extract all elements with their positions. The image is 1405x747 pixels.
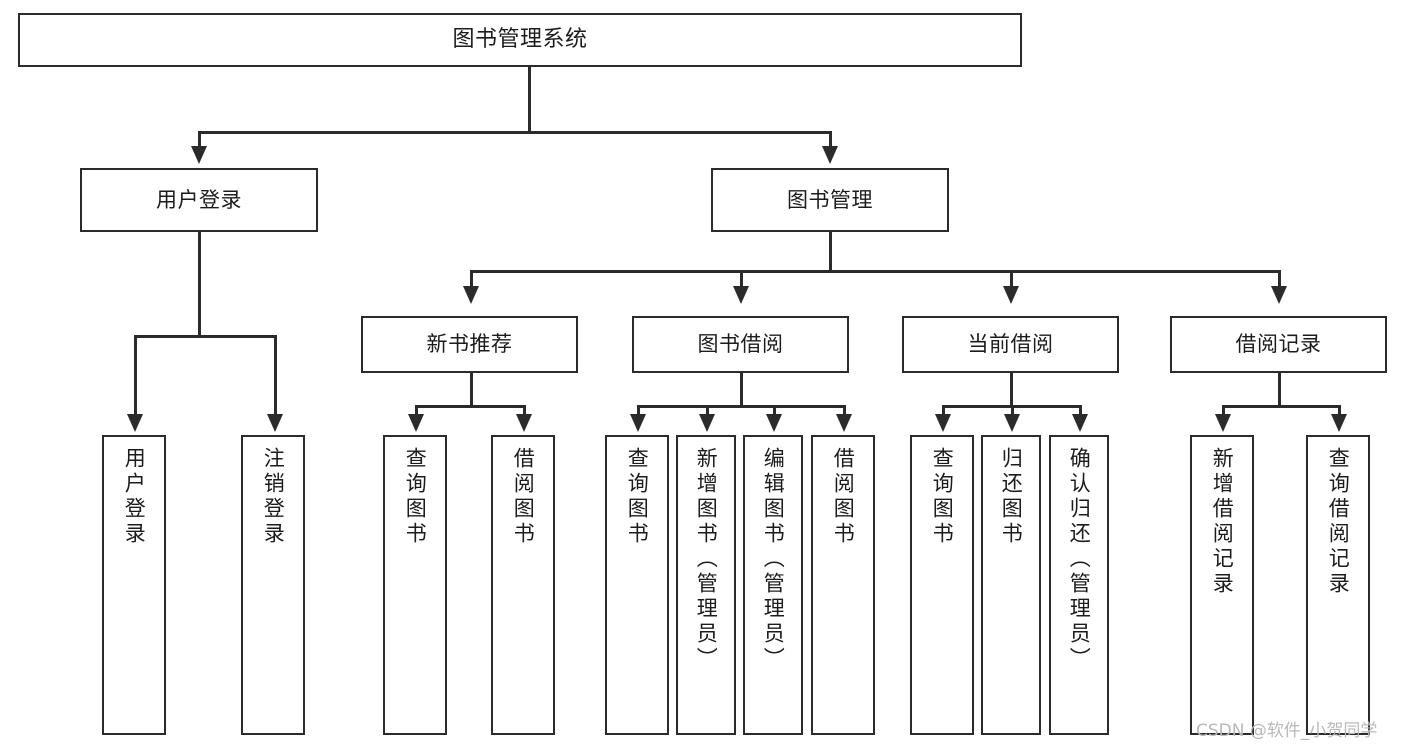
connector-record-leaf2 <box>1338 405 1341 417</box>
node-label: 图书管理系统 <box>452 27 588 53</box>
connector-to-new-book <box>470 270 473 288</box>
arrow-current-leaf1 <box>935 414 951 432</box>
connector-to-book-borrow <box>740 270 743 288</box>
node-label: 用户登录 <box>122 447 147 547</box>
arrow-login-leaf2 <box>267 414 283 432</box>
arrow-borrow-leaf2 <box>699 414 715 432</box>
leaf-edit-book-admin[interactable]: 编辑图书（管理员） <box>743 435 803 735</box>
node-label: 图书借阅 <box>697 332 784 357</box>
connector-user-login-stem <box>198 232 201 335</box>
connector-newbook-leaf1 <box>415 405 418 417</box>
arrow-newbook-leaf2 <box>516 414 532 432</box>
node-root-library-system[interactable]: 图书管理系统 <box>18 13 1022 67</box>
connector-record-bar <box>1222 405 1340 408</box>
node-label: 确认归还（管理员） <box>1067 447 1092 672</box>
connector-newbook-bar <box>415 405 525 408</box>
connector-newbook-stem <box>470 373 473 405</box>
node-label: 借阅图书 <box>831 447 856 547</box>
connector-newbook-leaf2 <box>523 405 526 417</box>
connector-current-leaf1 <box>942 405 945 417</box>
connector-borrow-leaf1 <box>637 405 640 417</box>
arrow-to-new-book <box>463 286 479 304</box>
connector-borrow-leaf3 <box>773 405 776 417</box>
arrow-login-leaf1 <box>127 414 143 432</box>
connector-user-login-bar <box>134 335 276 338</box>
connector-current-leaf3 <box>1079 405 1082 417</box>
connector-record-leaf1 <box>1222 405 1225 417</box>
arrow-current-leaf3 <box>1072 414 1088 432</box>
node-label: 查询图书 <box>625 447 650 547</box>
node-label: 新增借阅记录 <box>1210 447 1235 597</box>
connector-current-stem <box>1010 373 1013 405</box>
node-label: 借阅记录 <box>1235 332 1322 357</box>
leaf-add-book-admin[interactable]: 新增图书（管理员） <box>676 435 736 735</box>
connector-borrow-bar <box>637 405 845 408</box>
node-current-borrow[interactable]: 当前借阅 <box>902 316 1119 373</box>
node-book-borrow[interactable]: 图书借阅 <box>632 316 849 373</box>
node-label: 当前借阅 <box>967 332 1054 357</box>
leaf-confirm-return-admin[interactable]: 确认归还（管理员） <box>1049 435 1109 735</box>
leaf-logout[interactable]: 注销登录 <box>241 435 305 735</box>
connector-level3-bar <box>470 270 1280 273</box>
connector-level2-bar <box>198 131 830 134</box>
leaf-borrow-book[interactable]: 借阅图书 <box>811 435 875 735</box>
arrow-to-current-borrow <box>1003 286 1019 304</box>
arrow-record-leaf1 <box>1215 414 1231 432</box>
arrow-borrow-leaf4 <box>836 414 852 432</box>
leaf-query-book-newbook[interactable]: 查询图书 <box>383 435 447 735</box>
connector-borrow-leaf2 <box>706 405 709 417</box>
arrow-to-borrow-record <box>1271 286 1287 304</box>
connector-book-mgmt-stem <box>829 232 832 270</box>
node-label: 查询图书 <box>930 447 955 547</box>
connector-record-stem <box>1278 373 1281 405</box>
node-label: 注销登录 <box>261 447 286 547</box>
leaf-borrow-book-newbook[interactable]: 借阅图书 <box>491 435 555 735</box>
node-label: 新书推荐 <box>426 332 513 357</box>
leaf-query-borrow-record[interactable]: 查询借阅记录 <box>1306 435 1370 735</box>
arrow-newbook-leaf1 <box>408 414 424 432</box>
node-user-login[interactable]: 用户登录 <box>80 168 318 232</box>
arrow-to-user-login <box>191 146 207 164</box>
connector-borrow-leaf4 <box>843 405 846 417</box>
connector-login-leaf2 <box>274 335 277 417</box>
node-label: 编辑图书（管理员） <box>761 447 786 672</box>
node-label: 查询借阅记录 <box>1326 447 1351 597</box>
node-new-book-recommend[interactable]: 新书推荐 <box>361 316 578 373</box>
connector-root-stem <box>528 67 531 131</box>
node-label: 归还图书 <box>999 447 1024 547</box>
leaf-query-book-current[interactable]: 查询图书 <box>910 435 974 735</box>
leaf-query-book-borrow[interactable]: 查询图书 <box>605 435 669 735</box>
node-label: 用户登录 <box>156 187 242 212</box>
arrow-borrow-leaf1 <box>630 414 646 432</box>
connector-to-borrow-record <box>1278 270 1281 288</box>
connector-current-leaf2 <box>1011 405 1014 417</box>
leaf-return-book[interactable]: 归还图书 <box>981 435 1041 735</box>
connector-borrow-stem <box>740 373 743 405</box>
node-label: 借阅图书 <box>511 447 536 547</box>
arrow-record-leaf2 <box>1331 414 1347 432</box>
connector-to-current-borrow <box>1010 270 1013 288</box>
arrow-borrow-leaf3 <box>766 414 782 432</box>
leaf-user-login[interactable]: 用户登录 <box>102 435 166 735</box>
arrow-to-book-mgmt <box>822 146 838 164</box>
arrow-to-book-borrow <box>733 286 749 304</box>
leaf-add-borrow-record[interactable]: 新增借阅记录 <box>1190 435 1254 735</box>
node-label: 新增图书（管理员） <box>694 447 719 672</box>
connector-login-leaf1 <box>134 335 137 417</box>
node-label: 图书管理 <box>787 187 873 212</box>
node-label: 查询图书 <box>403 447 428 547</box>
node-book-management[interactable]: 图书管理 <box>711 168 949 232</box>
connector-to-user-login <box>198 131 201 149</box>
arrow-current-leaf2 <box>1004 414 1020 432</box>
connector-to-book-mgmt <box>829 131 832 149</box>
node-borrow-record[interactable]: 借阅记录 <box>1170 316 1387 373</box>
